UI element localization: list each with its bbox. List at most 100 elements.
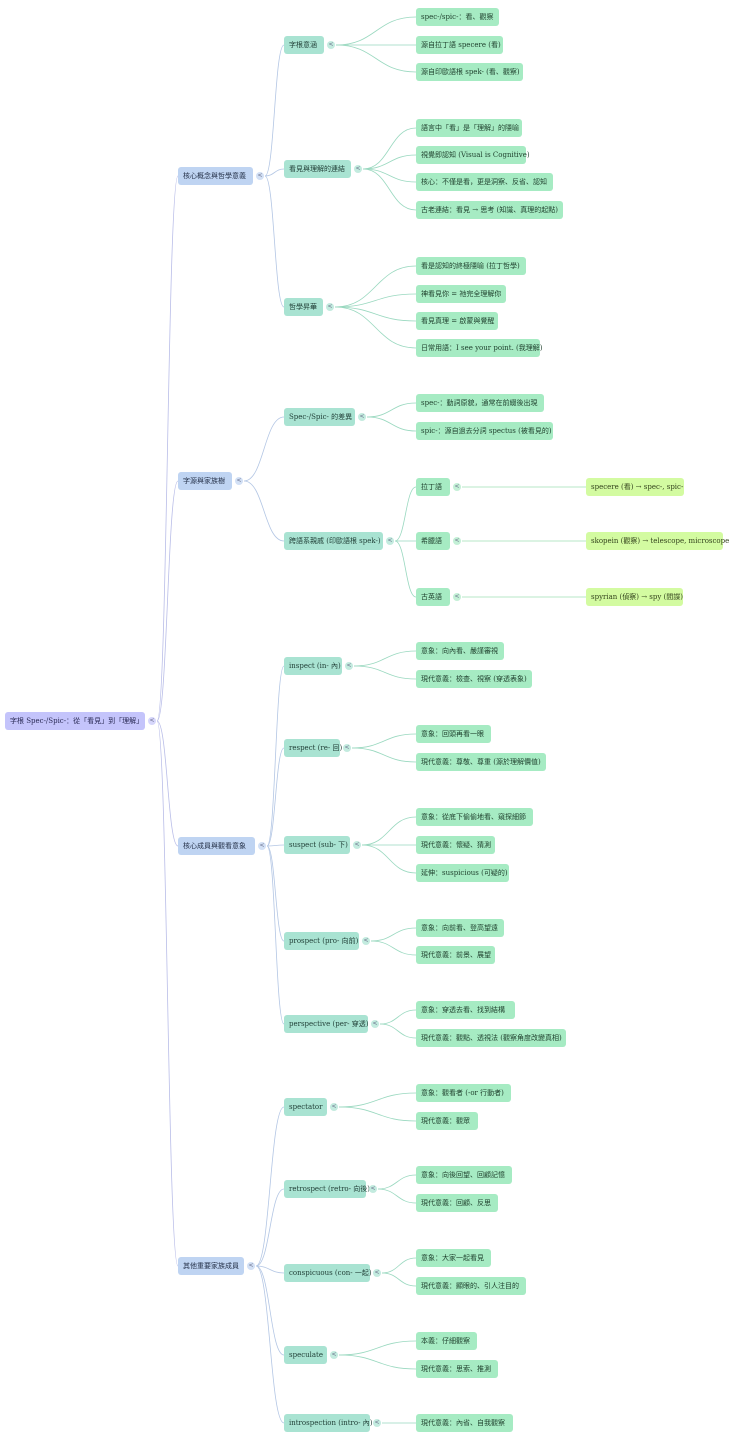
category-node[interactable]: 字源與家族樹 — [178, 472, 232, 490]
collapse-toggle-icon[interactable]: < — [453, 483, 461, 491]
collapse-toggle-icon[interactable]: < — [373, 1419, 381, 1427]
detail-node[interactable]: 現代意義：回顧、反思 — [416, 1194, 498, 1212]
collapse-toggle-icon[interactable]: < — [258, 842, 266, 850]
connector-line — [361, 844, 417, 874]
topic-node[interactable]: inspect (in- 內) — [284, 657, 342, 675]
detail-node[interactable]: 現代意義：思索、推測 — [416, 1360, 498, 1378]
detail-node[interactable]: 核心：不僅是看，更是洞察、反省、認知 — [416, 173, 553, 191]
detail-node[interactable]: 源自印歐語根 spek- (看、觀察) — [416, 63, 523, 81]
detail-node[interactable]: 源自拉丁語 specere (看) — [416, 36, 503, 54]
connector-line — [338, 1340, 417, 1356]
topic-node[interactable]: 哲學昇華 — [284, 298, 323, 316]
connector-line — [366, 416, 417, 432]
collapse-toggle-icon[interactable]: < — [345, 662, 353, 670]
category-node[interactable]: 核心概念與哲學意義 — [178, 167, 253, 185]
example-node[interactable]: specere (看) → spec-, spic- — [586, 478, 684, 496]
example-node[interactable]: spyrian (偵察) → spy (間諜) — [586, 588, 683, 606]
detail-node[interactable]: 古英語 — [416, 588, 450, 606]
detail-node[interactable]: 現代意義：懷疑、猜測 — [416, 836, 495, 854]
collapse-toggle-icon[interactable]: < — [358, 413, 366, 421]
topic-node[interactable]: perspective (per- 穿透) — [284, 1015, 369, 1033]
detail-node[interactable]: 意象：向前看、登高望遠 — [416, 919, 504, 937]
detail-node[interactable]: 意象：大家一起看見 — [416, 1249, 491, 1267]
connector-line — [377, 1174, 417, 1190]
detail-node[interactable]: 拉丁語 — [416, 478, 450, 496]
detail-node[interactable]: 現代意義：觀眾 — [416, 1112, 478, 1130]
connector-line — [379, 1009, 417, 1025]
detail-node[interactable]: 希臘語 — [416, 532, 450, 550]
connector-line — [255, 1265, 285, 1274]
detail-node[interactable]: 現代意義：內省、自我觀察 — [416, 1414, 513, 1432]
topic-node[interactable]: conspicuous (con- 一起) — [284, 1264, 372, 1282]
connector-line — [255, 1188, 285, 1267]
topic-node[interactable]: 字根意涵 — [284, 36, 324, 54]
collapse-toggle-icon[interactable]: < — [369, 1185, 377, 1193]
collapse-toggle-icon[interactable]: < — [371, 1020, 379, 1028]
collapse-toggle-icon[interactable]: < — [330, 1351, 338, 1359]
connector-line — [379, 1023, 417, 1039]
connector-line — [334, 265, 417, 308]
collapse-toggle-icon[interactable]: < — [327, 41, 335, 49]
connector-line — [334, 306, 417, 349]
collapse-toggle-icon[interactable]: < — [386, 537, 394, 545]
detail-node[interactable]: 神看見你 = 祂完全理解你 — [416, 285, 506, 303]
topic-node[interactable]: Spec-/Spic- 的差異 — [284, 408, 355, 426]
collapse-toggle-icon[interactable]: < — [453, 537, 461, 545]
category-node[interactable]: 其他重要家族成員 — [178, 1257, 244, 1275]
topic-node[interactable]: 看見與理解的連結 — [284, 160, 351, 178]
topic-node[interactable]: spectator — [284, 1098, 327, 1116]
root-node[interactable]: 字根 Spec-/Spic-：從「看見」到「理解」 — [5, 712, 145, 730]
topic-node[interactable]: prospect (pro- 向前) — [284, 932, 359, 950]
collapse-toggle-icon[interactable]: < — [343, 744, 351, 752]
connector-line — [255, 1265, 285, 1424]
detail-node[interactable]: spec-：動詞原貌，通常在前綴後出現 — [416, 394, 544, 412]
collapse-toggle-icon[interactable]: < — [148, 717, 156, 725]
collapse-toggle-icon[interactable]: < — [373, 1269, 381, 1277]
topic-node[interactable]: 跨語系親戚 (印歐語根 spek-) — [284, 532, 383, 550]
collapse-toggle-icon[interactable]: < — [362, 937, 370, 945]
topic-node[interactable]: introspection (intro- 內) — [284, 1414, 372, 1432]
collapse-toggle-icon[interactable]: < — [330, 1103, 338, 1111]
detail-node[interactable]: 語言中「看」是「理解」的隱喻 — [416, 119, 522, 137]
example-node[interactable]: skopein (觀察) → telescope, microscope — [586, 532, 729, 550]
detail-node[interactable]: 看見真理 = 啟蒙與覺醒 — [416, 312, 498, 330]
detail-node[interactable]: 現代意義：尊敬、尊重 (源於理解價值) — [416, 753, 546, 771]
detail-node[interactable]: 古老連結：看見 → 思考 (知識、真理的起點) — [416, 201, 563, 219]
connector-line — [362, 168, 417, 183]
detail-node[interactable]: 本義：仔細觀察 — [416, 1332, 477, 1350]
collapse-toggle-icon[interactable]: < — [235, 477, 243, 485]
detail-node[interactable]: 意象：回頭再看一眼 — [416, 725, 491, 743]
detail-node[interactable]: 延伸：suspicious (可疑的) — [416, 864, 509, 882]
collapse-toggle-icon[interactable]: < — [453, 593, 461, 601]
connector-line — [156, 720, 179, 1267]
detail-node[interactable]: 意象：觀看者 (-or 行動者) — [416, 1084, 511, 1102]
detail-node[interactable]: 意象：穿透去看、找到結構 — [416, 1001, 515, 1019]
category-node[interactable]: 核心成員與觀看意象 — [178, 837, 255, 855]
detail-node[interactable]: spic-：源自過去分詞 spectus (被看見的) — [416, 422, 553, 440]
topic-node[interactable]: suspect (sub- 下) — [284, 836, 350, 854]
detail-node[interactable]: 現代意義：檢查、視察 (穿透表象) — [416, 670, 532, 688]
connector-line — [255, 1265, 285, 1356]
connector-line — [394, 540, 417, 598]
collapse-toggle-icon[interactable]: < — [354, 165, 362, 173]
topic-node[interactable]: retrospect (retro- 向後) — [284, 1180, 370, 1198]
detail-node[interactable]: 意象：從底下偷偷地看、窺探細節 — [416, 808, 533, 826]
detail-node[interactable]: 日常用語：I see your point. (我理解) — [416, 339, 543, 357]
detail-node[interactable]: 現代意義：觀點、透視法 (觀察角度改變真相) — [416, 1029, 566, 1047]
connector-line — [381, 1272, 417, 1287]
connector-line — [266, 845, 285, 1025]
detail-node[interactable]: spec-/spic-：看、觀察 — [416, 8, 499, 26]
topic-node[interactable]: respect (re- 回) — [284, 739, 342, 757]
detail-node[interactable]: 看是認知的終極隱喻 (拉丁哲學) — [416, 257, 526, 275]
detail-node[interactable]: 現代意義：前景、展望 — [416, 946, 495, 964]
collapse-toggle-icon[interactable]: < — [256, 172, 264, 180]
collapse-toggle-icon[interactable]: < — [247, 1262, 255, 1270]
topic-node[interactable]: speculate — [284, 1346, 327, 1364]
detail-node[interactable]: 視覺即認知 (Visual is Cognitive) — [416, 146, 530, 164]
collapse-toggle-icon[interactable]: < — [326, 303, 334, 311]
detail-node[interactable]: 意象：向內看、嚴謹審視 — [416, 642, 504, 660]
detail-node[interactable]: 意象：向後回望、回顧記憶 — [416, 1166, 512, 1184]
collapse-toggle-icon[interactable]: < — [353, 841, 361, 849]
connector-line — [334, 306, 417, 322]
detail-node[interactable]: 現代意義：顯眼的、引人注目的 — [416, 1277, 526, 1295]
